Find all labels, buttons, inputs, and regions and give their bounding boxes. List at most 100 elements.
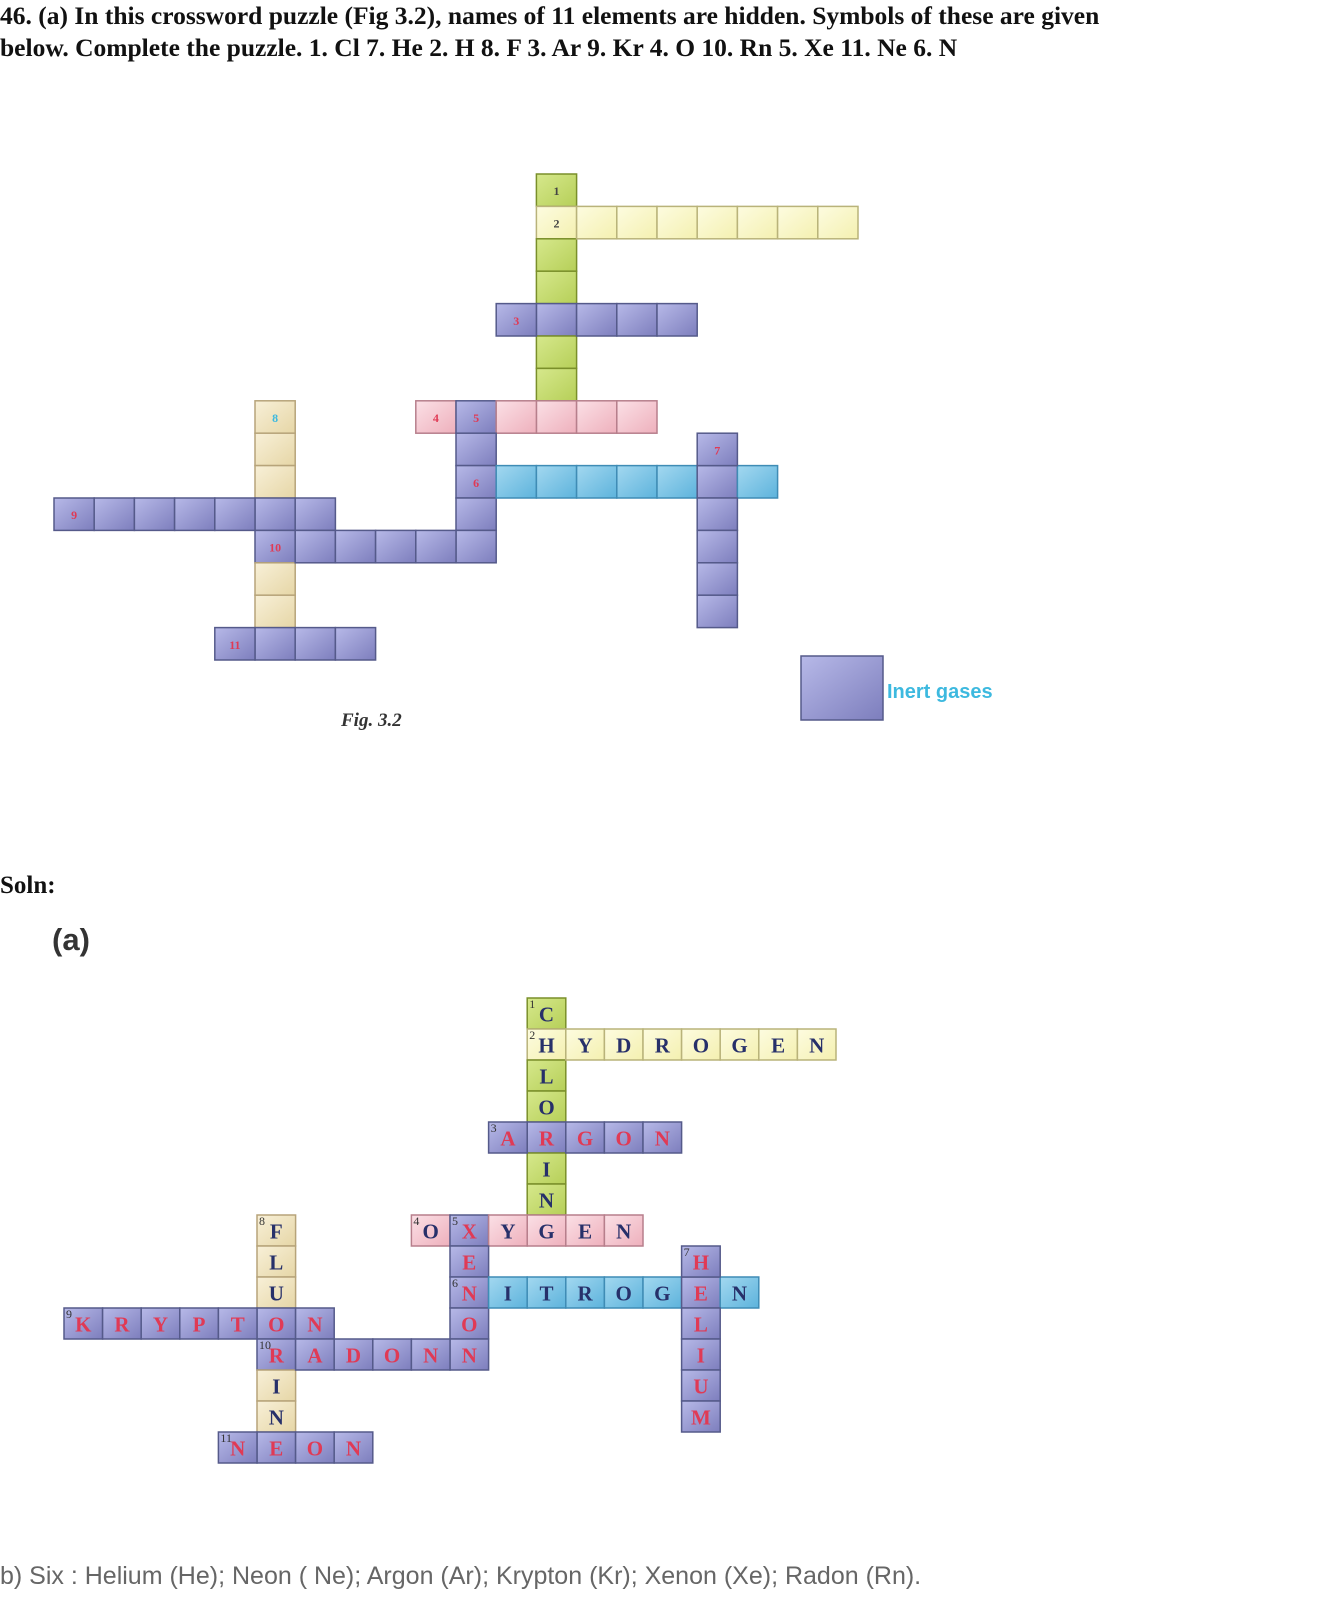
crossword-cell (487, 1276, 528, 1309)
solution-letter: Y (153, 1313, 168, 1337)
clue-number: 11 (220, 1431, 232, 1445)
solution-letter: P (193, 1313, 206, 1337)
crossword-cell (173, 497, 216, 532)
solution-letter: R (539, 1127, 555, 1151)
solution-letter: R (655, 1034, 671, 1058)
crossword-cell (680, 1276, 721, 1309)
crossword-cell (455, 529, 497, 564)
clue-number: 2 (529, 1028, 535, 1042)
crossword-cell (736, 205, 779, 240)
crossword-cell (254, 562, 296, 596)
crossword-cell (254, 464, 296, 499)
crossword-cell (256, 1369, 297, 1402)
crossword-cell (455, 497, 497, 532)
crossword-cell (535, 464, 578, 499)
solution-letter: H (538, 1034, 554, 1058)
solution-letter: X (462, 1220, 477, 1244)
crossword-cell (415, 529, 457, 564)
solution-letter: I (272, 1375, 280, 1399)
crossword-cell (254, 626, 296, 661)
solution-letter: K (75, 1313, 92, 1337)
crossword-cell (603, 1214, 644, 1247)
solution-letter: L (694, 1313, 708, 1337)
crossword-cell (294, 626, 337, 661)
solution-letter: H (693, 1251, 709, 1275)
answer-b-text: b) Six : Helium (He); Neon ( Ne); Argon … (0, 1562, 922, 1590)
clue-number: 4 (433, 411, 439, 425)
crossword-cell (565, 1121, 606, 1154)
solution-letter: O (423, 1220, 439, 1244)
solution-letter: G (538, 1220, 554, 1244)
solution-letter: G (577, 1127, 593, 1151)
crossword-cell (372, 1338, 413, 1371)
crossword-cell (696, 464, 739, 499)
crossword-cell (680, 1369, 721, 1402)
crossword-cell (294, 497, 337, 532)
crossword-cell (696, 432, 739, 467)
crossword-cell (616, 302, 658, 337)
crossword-cell (334, 626, 377, 661)
solution-letter: C (539, 1003, 554, 1027)
crossword-cell (656, 302, 698, 337)
solution-letter: N (539, 1189, 554, 1213)
figure-legend: Inert gases (800, 655, 993, 721)
solution-letter: O (693, 1034, 709, 1058)
crossword-cell (565, 1276, 606, 1309)
part-a-label: (a) (52, 922, 90, 957)
crossword-cell (656, 464, 698, 499)
clue-number: 4 (413, 1214, 419, 1228)
crossword-cell (680, 1338, 721, 1371)
crossword-cell (254, 594, 296, 629)
crossword-cell (133, 497, 176, 532)
crossword-cell (616, 205, 658, 240)
crossword-cell (719, 1276, 760, 1309)
crossword-cell (575, 302, 618, 337)
crossword-cell (616, 400, 658, 434)
crossword-cell (526, 1059, 567, 1092)
clue-number: 9 (71, 508, 77, 522)
solution-letter: E (771, 1034, 785, 1058)
crossword-cell (217, 1307, 258, 1340)
crossword-cell (449, 1307, 490, 1340)
crossword-cell (495, 400, 538, 434)
crossword-cell (575, 464, 618, 499)
clue-number: 9 (66, 1307, 72, 1321)
crossword-cell (526, 1028, 567, 1061)
crossword-cell (680, 1028, 721, 1061)
crossword-cell (455, 400, 497, 434)
crossword-cell (535, 335, 578, 370)
crossword-cell (526, 1090, 567, 1123)
question-line-1: 46. (a) In this crossword puzzle (Fig 3.… (0, 1, 1100, 30)
clue-number: 8 (259, 1214, 265, 1228)
solution-letter: M (691, 1406, 711, 1430)
crossword-cell (455, 464, 497, 499)
solution-letter: N (809, 1034, 824, 1058)
crossword-cell (334, 529, 377, 564)
solution-letter: I (504, 1282, 512, 1306)
solution-letter: Y (500, 1220, 515, 1244)
crossword-cell (817, 205, 859, 240)
crossword-cell (179, 1307, 220, 1340)
solution-letter: A (307, 1344, 323, 1368)
clue-number: 1 (554, 184, 560, 198)
crossword-cell (495, 464, 538, 499)
solution-letter: A (500, 1127, 516, 1151)
solution-letter: N (732, 1282, 747, 1306)
solution-letter: E (462, 1251, 476, 1275)
question-text: 46. (a) In this crossword puzzle (Fig 3.… (0, 0, 1319, 64)
crossword-cell (680, 1307, 721, 1340)
crossword-cell (616, 464, 658, 499)
solution-letter: O (268, 1313, 284, 1337)
crossword-cell (140, 1307, 181, 1340)
solution-letter: D (616, 1034, 631, 1058)
crossword-cell (776, 205, 819, 240)
solution-letter: E (269, 1437, 283, 1461)
crossword-cell (696, 594, 739, 629)
solution-letter: R (578, 1282, 594, 1306)
crossword-cell (254, 432, 296, 467)
crossword-cell (696, 529, 739, 564)
crossword-cell (214, 626, 256, 661)
